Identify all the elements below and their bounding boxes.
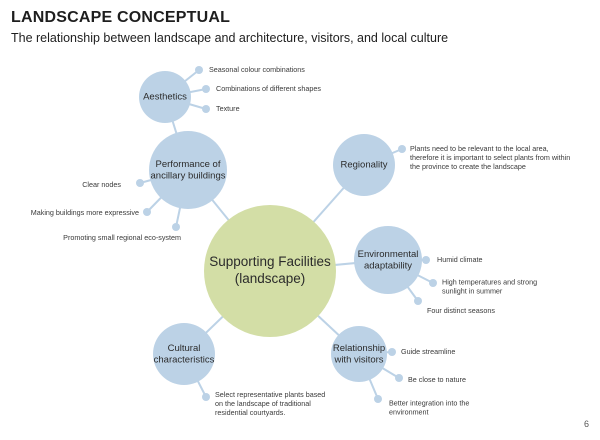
relationship-leaf-label: Guide streamline bbox=[401, 347, 455, 356]
regionality-node-label-line: Regionality bbox=[341, 160, 388, 171]
performance-leaf-label: Promoting small regional eco-system bbox=[63, 233, 181, 242]
performance-leaf-label: Clear nodes bbox=[82, 180, 121, 189]
regionality-leaf-dot bbox=[398, 145, 406, 153]
aesthetics-leaf-label: Combinations of different shapes bbox=[216, 84, 321, 93]
environmental-leaf-label-line: Four distinct seasons bbox=[427, 306, 495, 315]
cultural-node-label-line: Cultural bbox=[168, 343, 201, 354]
leaf-dot-layer bbox=[136, 66, 437, 403]
relationship-leaf-label: Be close to nature bbox=[408, 375, 466, 384]
aesthetics-leaf-label-line: Combinations of different shapes bbox=[216, 84, 321, 93]
performance-leaf-label-line: Promoting small regional eco-system bbox=[63, 233, 181, 242]
environmental-leaf-dot bbox=[414, 297, 422, 305]
relationship-leaf-label-line: environment bbox=[389, 407, 429, 416]
cultural-node bbox=[153, 323, 215, 385]
aesthetics-leaf-label-line: Seasonal colour combinations bbox=[209, 65, 305, 74]
relationship-leaf-label-line: Be close to nature bbox=[408, 375, 466, 384]
environmental-leaf-dot bbox=[429, 279, 437, 287]
performance-leaf-dot bbox=[136, 179, 144, 187]
cultural-leaf-label-line: residential courtyards. bbox=[215, 408, 285, 417]
environmental-leaf-label-line: Humid climate bbox=[437, 255, 483, 264]
relationship-node bbox=[331, 326, 387, 382]
regionality-leaf-label-line: therefore it is important to select plan… bbox=[410, 153, 570, 162]
center-node-label-line: Supporting Facilities bbox=[209, 254, 331, 269]
regionality-leaf-label: Plants need to be relevant to the local … bbox=[410, 144, 570, 171]
page-number: 6 bbox=[583, 419, 589, 429]
performance-node-label-line: ancillary buildings bbox=[151, 170, 226, 181]
text-layer: Seasonal colour combinationsCombinations… bbox=[31, 65, 570, 417]
performance-leaf-label-line: Clear nodes bbox=[82, 180, 121, 189]
relationship-leaf-dot bbox=[374, 395, 382, 403]
regionality-node-label: Regionality bbox=[341, 160, 388, 171]
relationship-node-label-line: with visitors bbox=[333, 354, 383, 365]
regionality-node bbox=[333, 134, 395, 196]
environmental-leaf-label: Four distinct seasons bbox=[427, 306, 495, 315]
aesthetics-leaf-dot bbox=[202, 85, 210, 93]
performance-leaf-dot bbox=[143, 208, 151, 216]
center-node-label-line: (landscape) bbox=[235, 271, 306, 286]
page-title: LANDSCAPE CONCEPTUAL bbox=[11, 9, 231, 26]
aesthetics-leaf-label: Texture bbox=[216, 104, 240, 113]
cultural-leaf-dot bbox=[202, 393, 210, 401]
relationship-leaf-dot bbox=[388, 348, 396, 356]
aesthetics-node bbox=[139, 71, 191, 123]
relationship-leaf-dot bbox=[395, 374, 403, 382]
aesthetics-node-label-line: Aesthetics bbox=[143, 92, 187, 103]
performance-leaf-dot bbox=[172, 223, 180, 231]
aesthetics-leaf-label-line: Texture bbox=[216, 104, 240, 113]
cultural-leaf-label-line: Select representative plants based bbox=[215, 390, 325, 399]
cultural-node-label-line: characteristics bbox=[154, 354, 215, 365]
aesthetics-leaf-dot bbox=[202, 105, 210, 113]
aesthetics-leaf-dot bbox=[195, 66, 203, 74]
environmental-leaf-dot bbox=[422, 256, 430, 264]
environmental-leaf-label: Humid climate bbox=[437, 255, 483, 264]
performance-leaf-label-line: Making buildings more expressive bbox=[31, 208, 139, 217]
center-node bbox=[204, 205, 336, 337]
environmental-node-label-line: Environmental bbox=[358, 249, 419, 260]
performance-node bbox=[149, 131, 227, 209]
regionality-leaf-label-line: Plants need to be relevant to the local … bbox=[410, 144, 549, 153]
relationship-node-label-line: Relationship bbox=[333, 343, 385, 354]
environmental-node bbox=[354, 226, 422, 294]
node-layer bbox=[139, 71, 422, 385]
center-node-label: Supporting Facilities (landscape) bbox=[209, 254, 331, 286]
relationship-leaf-label-line: Better integration into the bbox=[389, 398, 469, 407]
page-subtitle: The relationship between landscape and a… bbox=[11, 31, 449, 45]
aesthetics-node-label: Aesthetics bbox=[143, 92, 187, 103]
performance-node-label-line: Performance of bbox=[156, 159, 221, 170]
cultural-leaf-label-line: on the landscape of traditional bbox=[215, 399, 311, 408]
performance-leaf-label: Making buildings more expressive bbox=[31, 208, 139, 217]
environmental-leaf-label-line: High temperatures and strong bbox=[442, 277, 537, 286]
environmental-node-label-line: adaptability bbox=[364, 260, 412, 271]
regionality-leaf-label-line: the province to create the landscape bbox=[410, 162, 526, 171]
aesthetics-leaf-label: Seasonal colour combinations bbox=[209, 65, 305, 74]
environmental-leaf-label-line: sunlight in summer bbox=[442, 286, 503, 295]
relationship-leaf-label-line: Guide streamline bbox=[401, 347, 455, 356]
